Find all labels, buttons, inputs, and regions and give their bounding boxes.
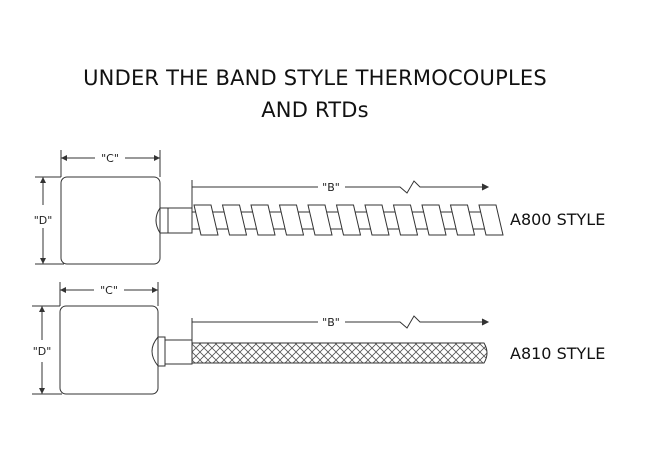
braided-cable: [191, 342, 488, 364]
a800-style-label: A800 STYLE: [510, 210, 606, 229]
stub: [167, 207, 193, 234]
spiral-wrap: [449, 204, 476, 236]
dim-d-bottom: "D": [33, 345, 52, 358]
spiral-wrap: [392, 204, 419, 236]
spiral-cable: [191, 204, 504, 236]
dim-c-top: "C": [101, 152, 119, 165]
dim-d-top: "D": [34, 214, 53, 227]
a810-style-label: A810 STYLE: [510, 344, 606, 363]
stub: [164, 339, 193, 365]
band-pad: [59, 305, 159, 395]
band-pad: [60, 176, 161, 265]
dim-b-top: "B": [322, 181, 340, 194]
spiral-wrap: [421, 204, 447, 236]
a810-assembly: [32, 282, 490, 395]
spiral-wrap: [221, 204, 248, 236]
spiral-wrap: [335, 204, 362, 236]
spiral-wrap: [307, 204, 333, 236]
bulb: [155, 207, 169, 234]
a800-assembly: [35, 150, 504, 265]
spiral-wrap: [250, 204, 276, 236]
title-line-2: AND RTDs: [261, 98, 369, 122]
spiral-wrap: [278, 204, 305, 236]
dim-b-bottom: "B": [322, 316, 340, 329]
spiral-wrap: [364, 204, 390, 236]
title-line-1: UNDER THE BAND STYLE THERMOCOUPLES: [83, 66, 547, 90]
dim-c-bottom: "C": [100, 284, 118, 297]
bulb: [151, 336, 166, 367]
spiral-wrap: [193, 204, 219, 236]
spiral-wrap: [478, 204, 504, 236]
